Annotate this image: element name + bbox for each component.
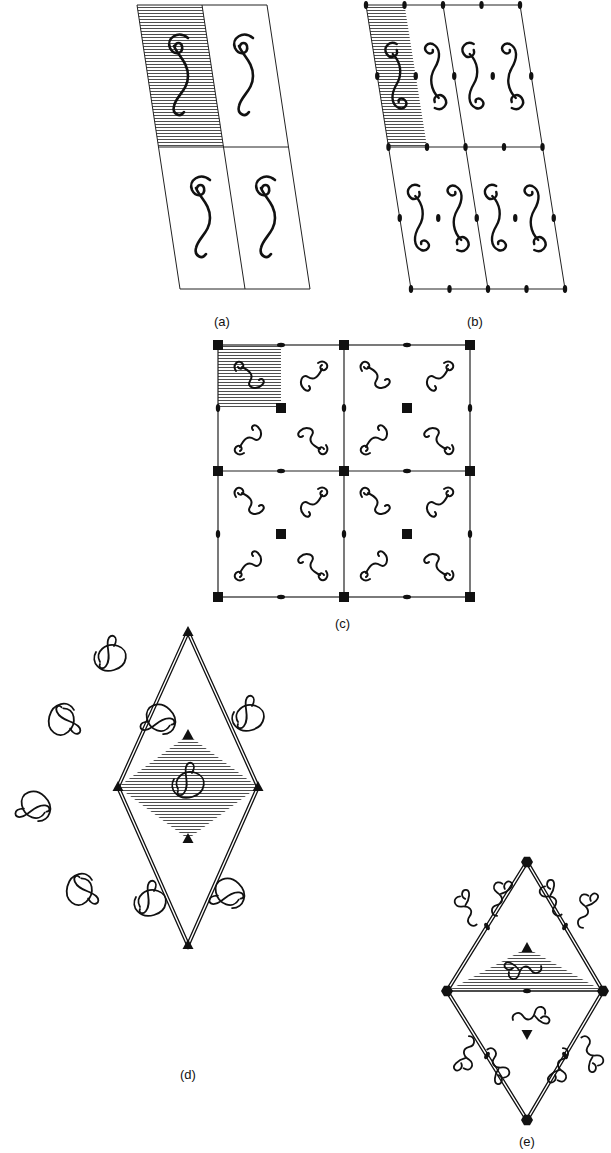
lattice-a <box>137 5 310 289</box>
lattice-e <box>441 857 609 1125</box>
panel-label: (b) <box>467 315 483 329</box>
lattice-c <box>213 340 475 602</box>
panel-label: (a) <box>214 315 230 329</box>
lattice-b <box>364 1 567 293</box>
lattice-d <box>9 626 264 949</box>
panel-label: (c) <box>335 617 350 631</box>
panel-label: (e) <box>519 1135 535 1149</box>
panel-label: (d) <box>180 1068 196 1082</box>
